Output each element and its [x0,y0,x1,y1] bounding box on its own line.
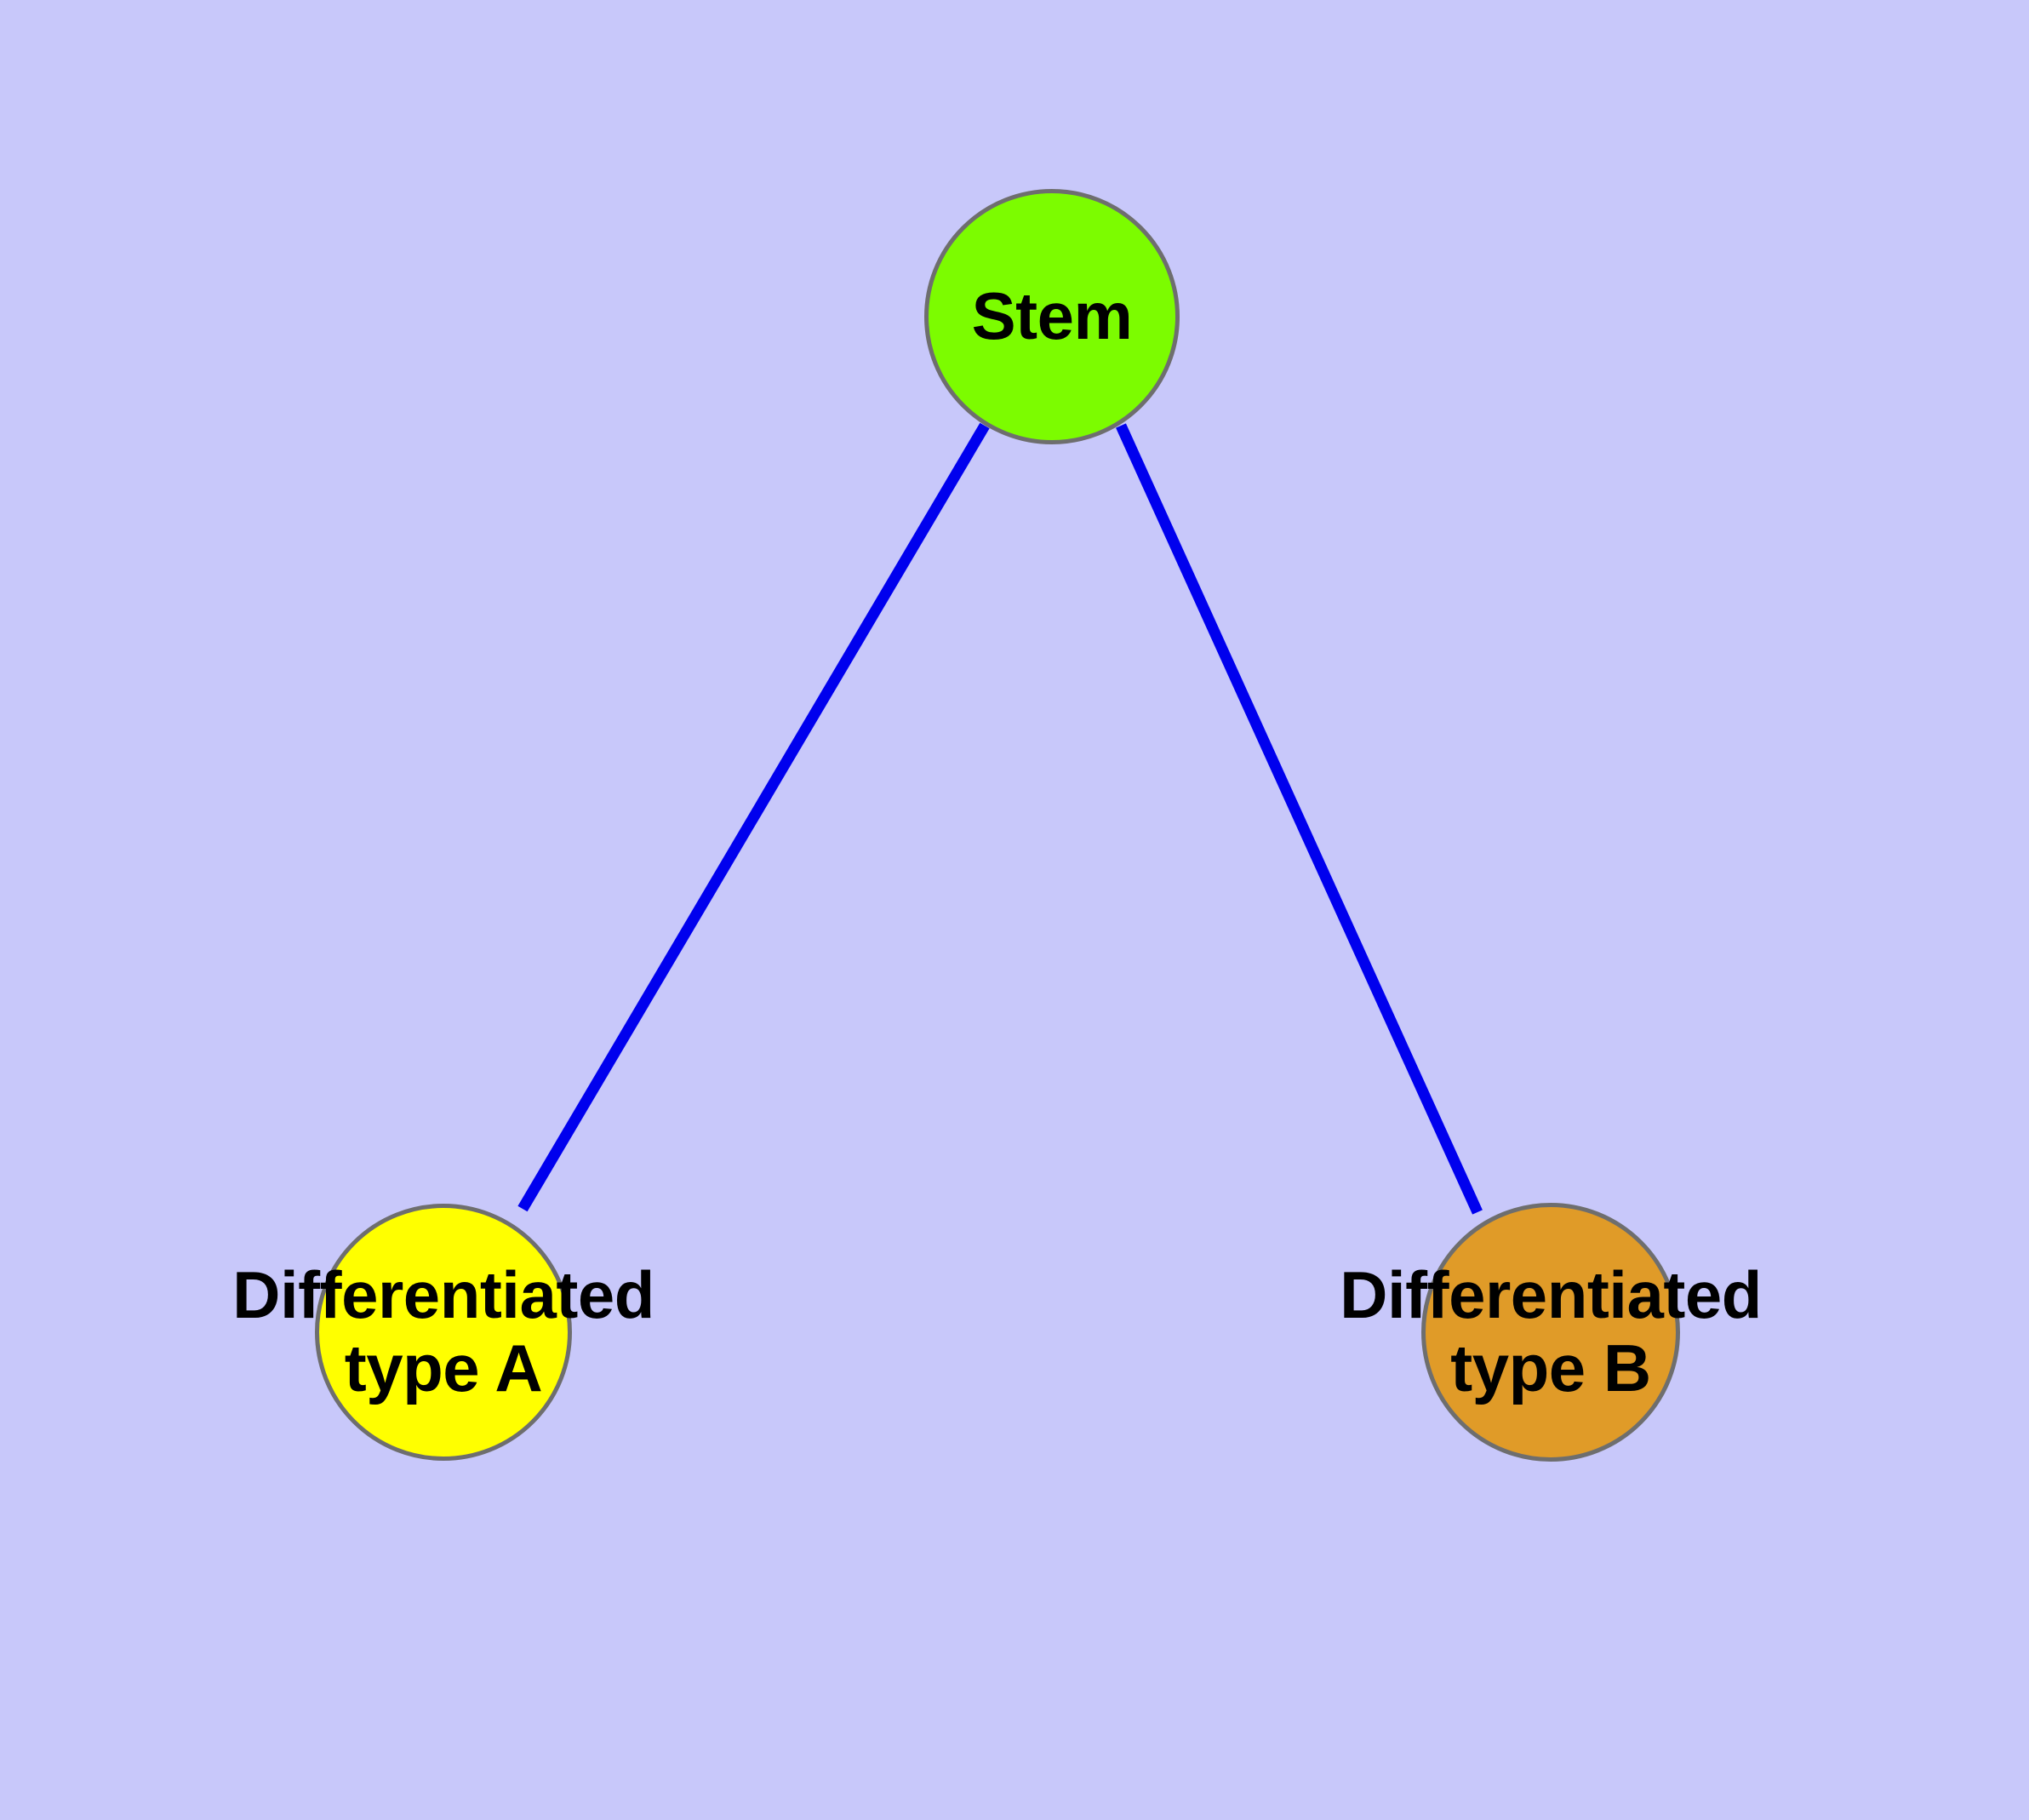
edge-stem-to-diff-b[interactable] [1116,423,1483,1215]
edge-stem-to-diff-a[interactable] [517,422,990,1212]
node-differentiated-type-b[interactable] [1421,1203,1680,1462]
node-stem[interactable] [924,189,1180,444]
node-label-differentiated-type-b: Differentiated type B [1340,1257,1762,1405]
node-differentiated-type-a[interactable] [315,1204,572,1461]
node-label-stem: Stem [971,278,1133,353]
node-label-differentiated-type-a: Differentiated type A [232,1257,654,1405]
